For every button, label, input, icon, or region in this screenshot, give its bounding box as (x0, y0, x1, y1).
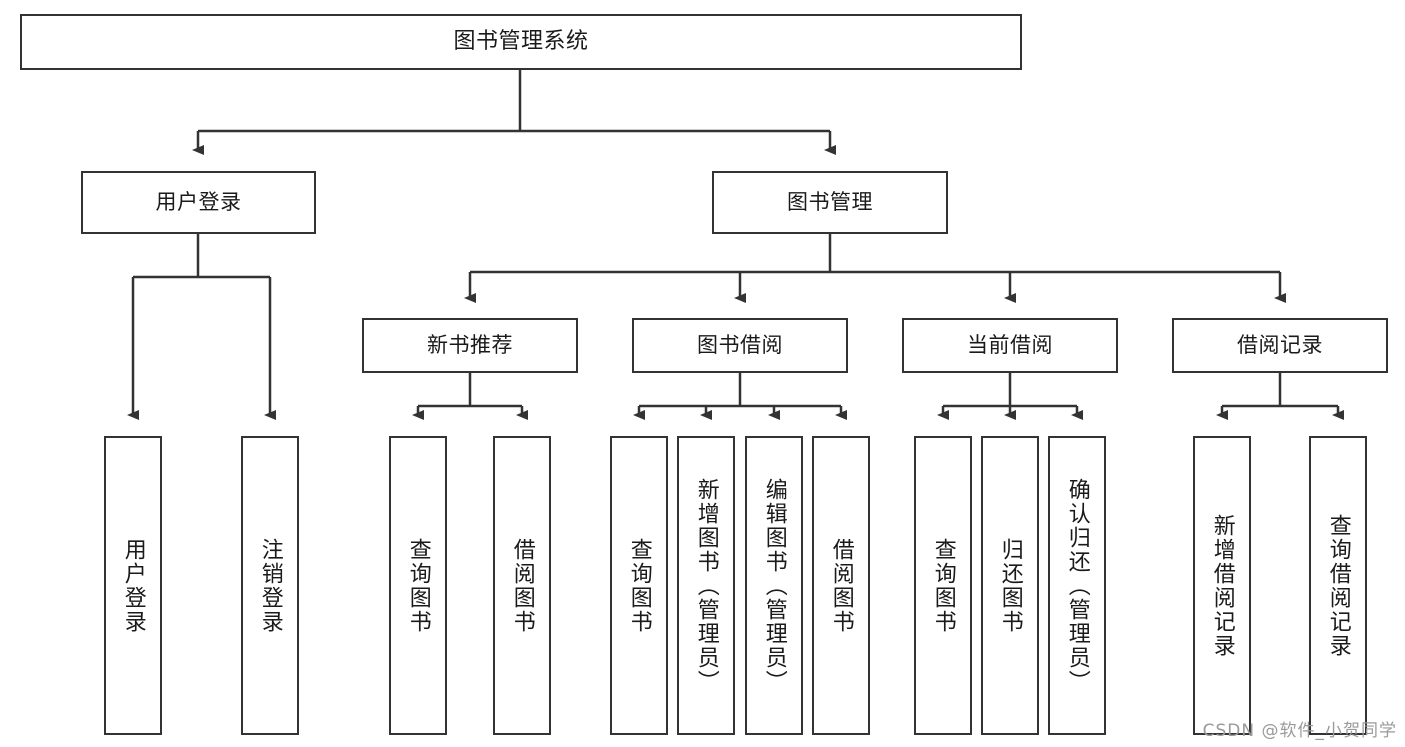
watermark-text: CSDN @软件_小贺同学 (1202, 721, 1397, 741)
node-user-login[interactable]: 用户登录 (81, 171, 316, 234)
leaf-user-login-login[interactable]: 用户登录 (104, 436, 162, 735)
leaf-borrow-borrow-book[interactable]: 借阅图书 (812, 436, 870, 735)
node-current-borrow[interactable]: 当前借阅 (902, 318, 1118, 373)
leaf-user-login-logout[interactable]: 注销登录 (241, 436, 299, 735)
leaf-current-confirm-return-admin[interactable]: 确认归还（管理员） (1048, 436, 1106, 735)
leaf-recommend-borrow-book[interactable]: 借阅图书 (493, 436, 551, 735)
node-book-borrow[interactable]: 图书借阅 (632, 318, 848, 373)
node-root-system[interactable]: 图书管理系统 (20, 14, 1022, 70)
leaf-record-add-record[interactable]: 新增借阅记录 (1193, 436, 1251, 735)
node-new-book-recommend[interactable]: 新书推荐 (362, 318, 578, 373)
leaf-borrow-edit-book-admin[interactable]: 编辑图书（管理员） (745, 436, 803, 735)
leaf-borrow-add-book-admin[interactable]: 新增图书（管理员） (677, 436, 735, 735)
node-borrow-record[interactable]: 借阅记录 (1172, 318, 1388, 373)
leaf-recommend-query-book[interactable]: 查询图书 (389, 436, 447, 735)
node-book-management[interactable]: 图书管理 (712, 171, 948, 234)
leaf-borrow-query-book[interactable]: 查询图书 (610, 436, 668, 735)
leaf-current-query-book[interactable]: 查询图书 (914, 436, 972, 735)
leaf-record-query-record[interactable]: 查询借阅记录 (1309, 436, 1367, 735)
leaf-current-return-book[interactable]: 归还图书 (981, 436, 1039, 735)
